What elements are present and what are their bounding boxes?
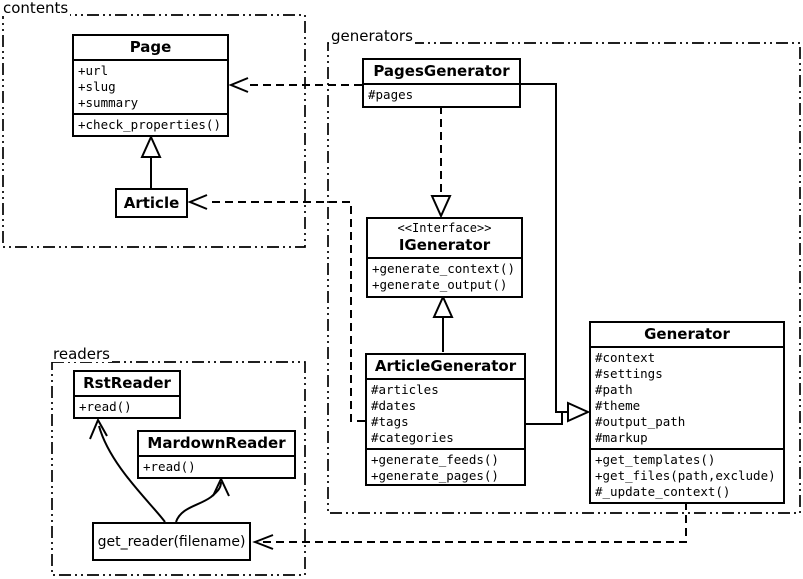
uml-attribute: #dates xyxy=(371,398,417,413)
class-page: Page +url +slug +summary +check_properti… xyxy=(72,34,229,137)
edge-getreader-to-rstreader xyxy=(98,425,166,523)
uml-method: +generate_context() xyxy=(372,261,515,276)
triangle-arrowhead-page xyxy=(140,134,162,158)
uml-method: +read() xyxy=(143,459,196,474)
class-pagesgenerator: PagesGenerator #pages xyxy=(362,58,521,108)
methods-compartment: +generate_context() +generate_output() xyxy=(368,257,521,295)
edge-getreader-to-mardownreader xyxy=(175,481,222,523)
package-label-contents: contents xyxy=(1,0,71,17)
uml-attribute: #tags xyxy=(371,414,409,429)
class-articlegenerator: ArticleGenerator #articles #dates #tags … xyxy=(365,353,526,486)
package-label-generators: generators xyxy=(329,27,415,45)
uml-attribute: #output_path xyxy=(595,414,686,429)
class-title: IGenerator xyxy=(398,236,491,254)
package-label-readers: readers xyxy=(51,345,112,363)
attributes-compartment: +url +slug +summary xyxy=(74,59,227,113)
triangle-arrowhead-igenerator-top xyxy=(430,195,452,219)
title-compartment: <<Interface>> IGenerator xyxy=(368,219,521,257)
open-arrowhead-mardownreader xyxy=(212,476,230,497)
uml-method: +get_files(path,exclude) xyxy=(595,468,776,483)
class-title: Page xyxy=(129,38,172,56)
class-generator: Generator #context #settings #path #them… xyxy=(589,321,785,504)
open-arrowhead-article xyxy=(187,194,208,210)
uml-method: #_update_context() xyxy=(595,484,731,499)
class-title: Article xyxy=(123,193,180,212)
uml-attribute: +slug xyxy=(78,79,116,94)
uml-attribute: +url xyxy=(78,63,109,78)
uml-attribute: #context xyxy=(595,350,656,365)
methods-compartment: +read() xyxy=(139,455,294,477)
uml-attribute: #settings xyxy=(595,366,663,381)
package-frame-readers xyxy=(51,361,306,576)
uml-attribute: #theme xyxy=(595,398,641,413)
class-title: PagesGenerator xyxy=(373,62,510,80)
attributes-compartment: #articles #dates #tags #categories xyxy=(367,378,524,448)
edge-generator-to-getreader xyxy=(258,502,687,543)
class-title: ArticleGenerator xyxy=(374,357,517,375)
attributes-compartment: #pages xyxy=(364,83,519,105)
uml-attribute: #articles xyxy=(371,382,439,397)
uml-method: +check_properties() xyxy=(78,117,221,132)
uml-method: +generate_feeds() xyxy=(371,452,499,467)
class-title: MardownReader xyxy=(147,434,286,452)
methods-compartment: +read() xyxy=(75,395,179,417)
uml-attribute: #categories xyxy=(371,430,454,445)
open-arrowhead-page xyxy=(228,77,249,93)
edge-articlegenerator-to-generator xyxy=(525,412,563,425)
edge-articlegenerator-to-article xyxy=(207,201,365,422)
edge-pagesgenerator-to-generator xyxy=(520,83,567,413)
package-frame-contents xyxy=(2,14,306,248)
class-title: RstReader xyxy=(83,374,171,392)
class-article: Article xyxy=(115,188,188,218)
triangle-arrowhead-igenerator-bottom xyxy=(432,294,454,318)
uml-attribute: #path xyxy=(595,382,633,397)
class-igenerator: <<Interface>> IGenerator +generate_conte… xyxy=(366,217,523,298)
methods-compartment: +check_properties() xyxy=(74,113,227,135)
uml-attribute: #markup xyxy=(595,430,648,445)
uml-method: +get_templates() xyxy=(595,452,716,467)
class-mardownreader: MardownReader +read() xyxy=(137,430,296,479)
class-title: Generator xyxy=(644,325,730,343)
uml-method: +generate_pages() xyxy=(371,468,499,483)
node-label: get_reader(filename) xyxy=(97,533,246,550)
open-arrowhead-getreader xyxy=(252,534,274,550)
uml-attribute: #pages xyxy=(368,87,414,102)
methods-compartment: +generate_feeds() +generate_pages() xyxy=(367,448,524,484)
uml-method: +generate_output() xyxy=(372,277,508,292)
node-get-reader: get_reader(filename) xyxy=(92,522,251,561)
triangle-arrowhead-generator xyxy=(567,401,591,423)
uml-method: +read() xyxy=(79,399,132,414)
package-frame-generators xyxy=(327,42,801,514)
class-rstreader: RstReader +read() xyxy=(73,370,181,419)
methods-compartment: +get_templates() +get_files(path,exclude… xyxy=(591,448,783,502)
class-stereotype: <<Interface>> xyxy=(397,221,492,235)
attributes-compartment: #context #settings #path #theme #output_… xyxy=(591,346,783,448)
uml-attribute: +summary xyxy=(78,95,139,110)
open-arrowhead-rstreader xyxy=(89,417,108,440)
